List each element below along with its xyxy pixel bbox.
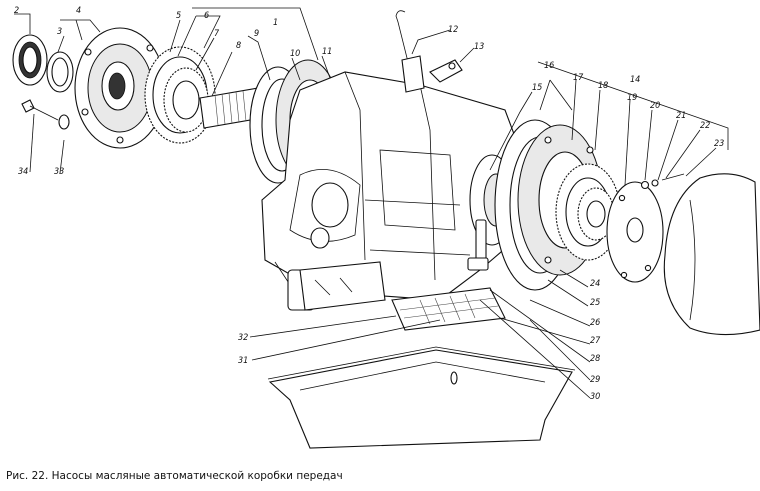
callout-19: 19 bbox=[627, 93, 637, 103]
bolt bbox=[21, 99, 59, 121]
callout-22: 22 bbox=[700, 121, 710, 131]
washer bbox=[58, 114, 70, 130]
oil-filter bbox=[391, 287, 506, 331]
dipstick-tube bbox=[395, 10, 425, 93]
callout-21: 21 bbox=[676, 111, 686, 121]
callout-11: 11 bbox=[322, 47, 332, 57]
callout-20: 20 bbox=[650, 101, 660, 111]
callout-15: 15 bbox=[532, 83, 542, 93]
leader-lines bbox=[14, 7, 729, 399]
callout-5: 5 bbox=[176, 11, 181, 21]
callout-31: 31 bbox=[238, 356, 248, 366]
callout-32: 32 bbox=[238, 333, 248, 343]
callout-7: 7 bbox=[214, 29, 220, 39]
callout-10: 10 bbox=[290, 49, 300, 59]
callout-1: 1 bbox=[273, 18, 278, 28]
valve-body bbox=[299, 261, 386, 311]
callout-numbers: 1 2 3 4 5 6 7 8 9 10 11 12 13 14 15 16 1… bbox=[14, 6, 724, 402]
figure-caption: Рис. 22. Насосы масляные автоматической … bbox=[6, 470, 343, 482]
callout-9: 9 bbox=[254, 29, 259, 39]
callout-6: 6 bbox=[204, 11, 209, 21]
callout-18: 18 bbox=[598, 81, 608, 91]
callout-4: 4 bbox=[76, 6, 81, 16]
rear-pump-drive-gear bbox=[577, 187, 615, 241]
oil-seal bbox=[12, 34, 48, 86]
callout-3: 3 bbox=[57, 27, 62, 37]
oil-pan bbox=[268, 349, 573, 449]
bushing bbox=[46, 51, 74, 93]
tube-bracket bbox=[429, 59, 463, 83]
callout-30: 30 bbox=[590, 392, 600, 402]
callout-13: 13 bbox=[474, 42, 484, 52]
pan-gasket bbox=[267, 346, 576, 380]
callout-33: 33 bbox=[54, 167, 64, 177]
callout-24: 24 bbox=[590, 279, 600, 289]
callout-27: 27 bbox=[590, 336, 601, 346]
callout-29: 29 bbox=[590, 375, 600, 385]
callout-28: 28 bbox=[590, 354, 600, 364]
callout-25: 25 bbox=[590, 298, 600, 308]
filler-tube bbox=[467, 219, 489, 271]
callout-2: 2 bbox=[14, 6, 19, 16]
callout-26: 26 bbox=[590, 318, 600, 328]
rear-pump-cover bbox=[606, 181, 664, 283]
callout-12: 12 bbox=[448, 25, 458, 35]
screws-and-washers bbox=[640, 173, 685, 190]
callout-34: 34 bbox=[18, 167, 28, 177]
callout-17: 17 bbox=[573, 73, 584, 83]
callout-14: 14 bbox=[630, 75, 640, 85]
callout-23: 23 bbox=[714, 139, 724, 149]
callout-8: 8 bbox=[236, 41, 241, 51]
callout-16: 16 bbox=[544, 61, 554, 71]
extension-housing bbox=[663, 173, 760, 336]
